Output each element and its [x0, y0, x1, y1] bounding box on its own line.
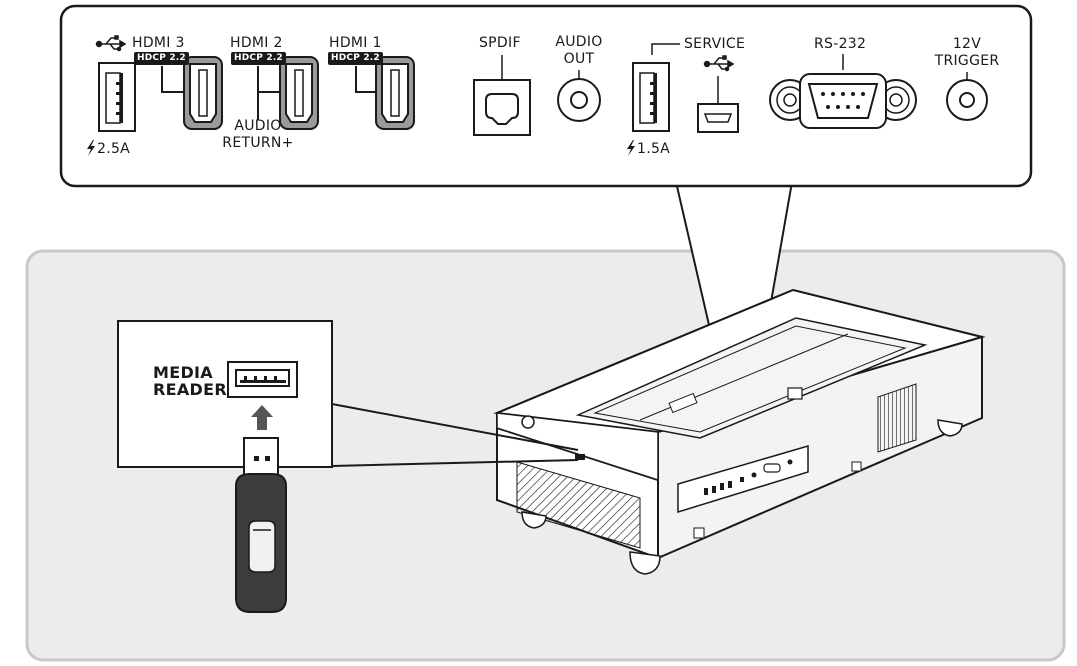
usb-port-icon [98, 62, 136, 132]
audio-return-label: AUDIO RETURN+ [222, 118, 294, 151]
media-callout-line [331, 459, 579, 467]
hdcp-badge-hdmi2: HDCP 2.2 [231, 52, 286, 65]
audio-jack-icon [557, 78, 601, 122]
hdmi-port-icon [183, 56, 223, 130]
up-arrow-icon [251, 405, 273, 430]
optical-port-icon [473, 79, 531, 136]
hdmi2-label: HDMI 2 [230, 35, 283, 51]
audio-out-label: AUDIO OUT [555, 34, 603, 67]
trigger-label: 12V TRIGGER [934, 36, 1000, 69]
media-callout-line [331, 403, 579, 451]
usb-icon [703, 55, 735, 72]
usb-flash-drive-icon [235, 437, 287, 613]
hdcp-badge-hdmi3: HDCP 2.2 [134, 52, 189, 65]
micro-usb-port-icon [697, 103, 739, 133]
lightning-icon [87, 140, 95, 156]
media-reader-label: MEDIA READER [153, 363, 227, 399]
hdmi3-label: HDMI 3 [132, 35, 185, 51]
trigger-jack-icon [946, 79, 988, 121]
hdmi-port-icon [279, 56, 319, 130]
usb-power-label-2: 1.5A [637, 141, 671, 157]
service-label: SERVICE [684, 36, 746, 52]
db9-serial-port-icon [769, 73, 917, 129]
usb-icon [95, 35, 127, 52]
lightning-icon [627, 140, 635, 156]
hdmi-port-icon [375, 56, 415, 130]
usb-power-label-1: 2.5A [97, 141, 131, 157]
usb-port-icon [632, 62, 670, 132]
hdcp-badge-hdmi1: HDCP 2.2 [328, 52, 383, 65]
connector-panel [59, 4, 1033, 188]
hdmi1-label: HDMI 1 [329, 35, 382, 51]
rs232-label: RS-232 [814, 36, 867, 52]
projector-icon [493, 288, 986, 575]
spdif-label: SPDIF [479, 35, 521, 51]
